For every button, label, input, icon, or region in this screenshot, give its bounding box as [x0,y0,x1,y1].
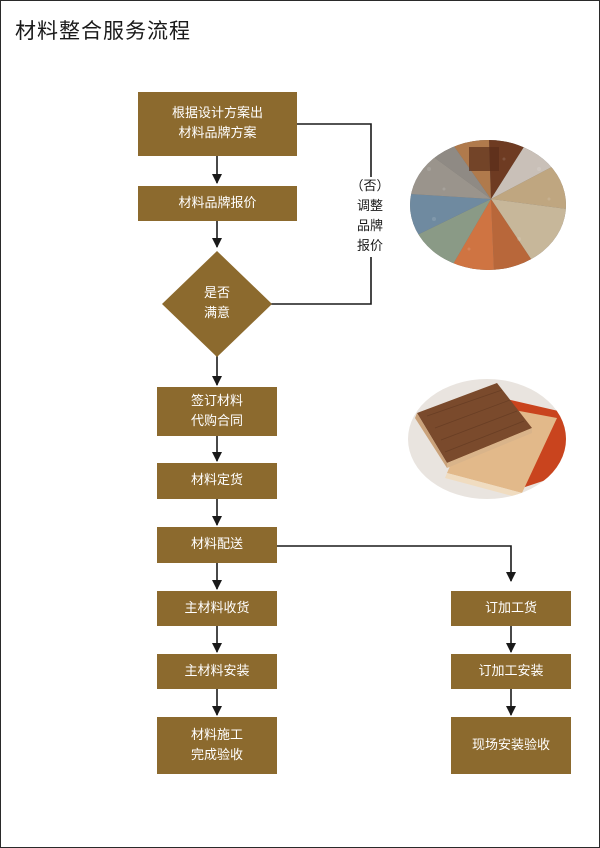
arrow-delivery-to-custom [277,545,516,582]
decision-diamond-shape [162,251,272,357]
node-accept: 材料施工 完成验收 [157,717,277,774]
wood-panel-samples-photo [408,379,566,499]
node-order: 材料定货 [157,463,277,499]
node-contract: 签订材料 代购合同 [157,387,277,436]
node-receive: 主材料收货 [157,591,277,626]
node-site-accept: 现场安装验收 [451,717,571,774]
node-plan: 根据设计方案出 材料品牌方案 [138,92,297,156]
decision-label: 是否 满意 [203,286,230,321]
page-title: 材料整合服务流程 [15,19,191,43]
node-install: 主材料安装 [157,654,277,689]
node-quote: 材料品牌报价 [138,186,297,221]
material-samples-fan-photo [410,140,566,270]
node-delivery: 材料配送 [157,527,277,563]
node-custom-order: 订加工货 [451,591,571,626]
loop-label: （否） 调整 品牌 报价 [346,177,394,257]
node-decision: 是否 满意 [162,251,272,357]
node-custom-install: 订加工安装 [451,654,571,689]
